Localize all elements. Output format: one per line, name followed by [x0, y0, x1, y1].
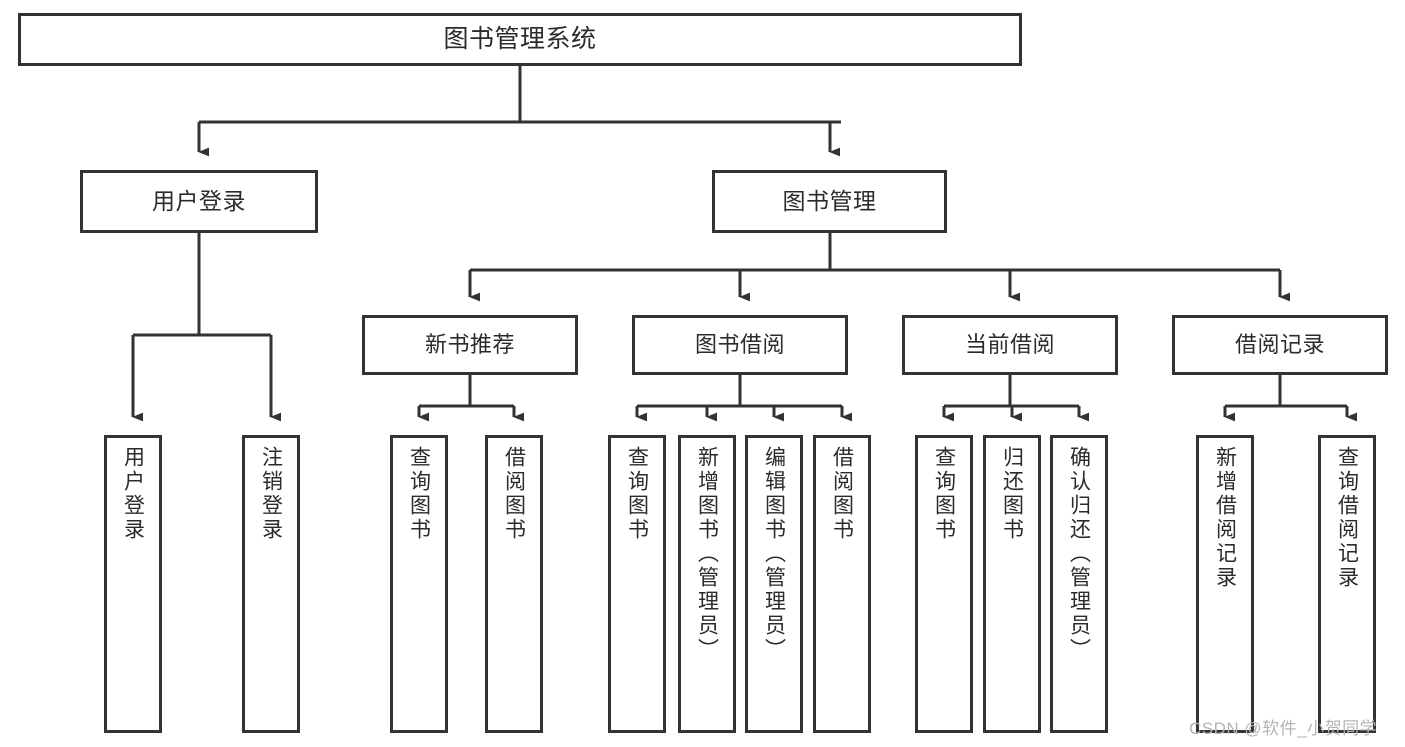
node-leaf-query-book-label: 查询图书: [625, 446, 649, 542]
node-new-book-rec[interactable]: 新书推荐: [362, 315, 578, 375]
node-book-borrow[interactable]: 图书借阅: [632, 315, 848, 375]
node-leaf-query-book-rec[interactable]: 查询图书: [390, 435, 448, 733]
node-leaf-logout[interactable]: 注销登录: [242, 435, 300, 733]
node-leaf-borrow-book-label: 借阅图书: [830, 446, 854, 542]
node-book-manage[interactable]: 图书管理: [712, 170, 947, 233]
node-leaf-add-book[interactable]: 新增图书（管理员）: [678, 435, 736, 733]
node-borrow-record[interactable]: 借阅记录: [1172, 315, 1388, 375]
node-current-borrow[interactable]: 当前借阅: [902, 315, 1118, 375]
node-user-login[interactable]: 用户登录: [80, 170, 318, 233]
node-root[interactable]: 图书管理系统: [18, 13, 1022, 66]
node-user-login-label: 用户登录: [152, 187, 246, 214]
node-leaf-query-book-cur-label: 查询图书: [932, 446, 956, 542]
node-leaf-add-record[interactable]: 新增借阅记录: [1196, 435, 1254, 733]
node-leaf-edit-book-label: 编辑图书（管理员）: [762, 446, 786, 662]
node-leaf-return-book[interactable]: 归还图书: [983, 435, 1041, 733]
node-leaf-borrow-book-rec-label: 借阅图书: [502, 446, 526, 542]
node-book-manage-label: 图书管理: [782, 187, 877, 214]
node-leaf-query-book[interactable]: 查询图书: [608, 435, 666, 733]
node-leaf-query-record-label: 查询借阅记录: [1335, 446, 1359, 590]
node-new-book-rec-label: 新书推荐: [424, 332, 515, 358]
node-leaf-add-record-label: 新增借阅记录: [1213, 446, 1237, 590]
node-leaf-confirm-return[interactable]: 确认归还（管理员）: [1050, 435, 1108, 733]
node-borrow-record-label: 借阅记录: [1234, 332, 1325, 358]
node-leaf-user-login[interactable]: 用户登录: [104, 435, 162, 733]
node-leaf-borrow-book-rec[interactable]: 借阅图书: [485, 435, 543, 733]
node-leaf-logout-label: 注销登录: [259, 446, 283, 542]
node-current-borrow-label: 当前借阅: [964, 332, 1055, 358]
node-book-borrow-label: 图书借阅: [694, 332, 785, 358]
node-leaf-add-book-label: 新增图书（管理员）: [695, 446, 719, 662]
node-leaf-return-book-label: 归还图书: [1000, 446, 1024, 542]
node-leaf-query-book-rec-label: 查询图书: [407, 446, 431, 542]
node-root-label: 图书管理系统: [443, 24, 597, 53]
node-leaf-query-book-cur[interactable]: 查询图书: [915, 435, 973, 733]
node-leaf-confirm-return-label: 确认归还（管理员）: [1067, 446, 1091, 662]
node-leaf-query-record[interactable]: 查询借阅记录: [1318, 435, 1376, 733]
node-leaf-borrow-book[interactable]: 借阅图书: [813, 435, 871, 733]
node-leaf-user-login-label: 用户登录: [121, 446, 145, 542]
node-leaf-edit-book[interactable]: 编辑图书（管理员）: [745, 435, 803, 733]
